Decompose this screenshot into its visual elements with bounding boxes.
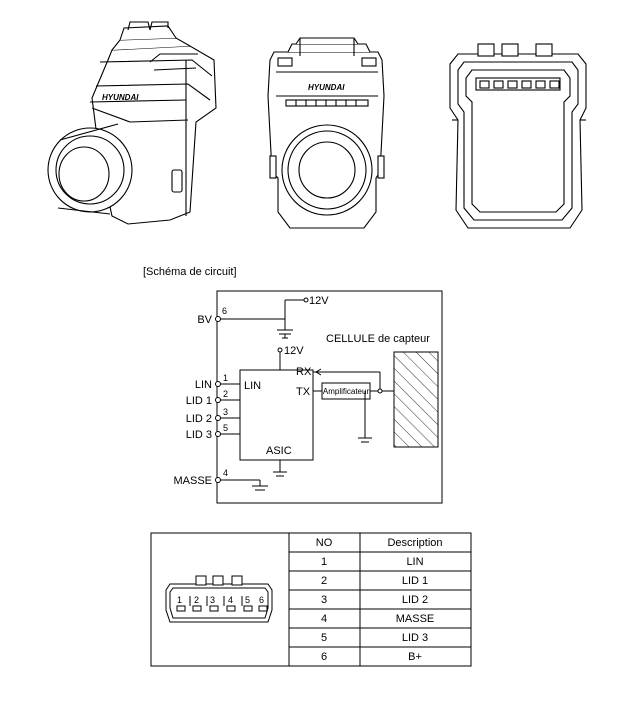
brand-logo-1: HYUNDAI	[102, 93, 139, 102]
pin-label-masse: MASSE	[173, 475, 212, 487]
table-cell-no: 4	[321, 613, 327, 625]
pinout-table	[150, 532, 472, 667]
sensor-front-view: HYUNDAI	[267, 37, 385, 229]
pin-terminals	[215, 316, 221, 483]
table-header-description: Description	[387, 537, 442, 549]
table-cell-description: MASSE	[396, 613, 435, 625]
connector-pin-4: 4	[228, 595, 233, 605]
sensor-perspective-view: HYUNDAI	[47, 21, 217, 225]
circuit-title: [Schéma de circuit]	[143, 266, 237, 278]
asic-lin-label: LIN	[244, 380, 261, 392]
pin-terminal-lin	[215, 381, 221, 387]
table-cell-description: LID 3	[402, 632, 428, 644]
table-cell-no: 3	[321, 594, 327, 606]
connector-pin-1: 1	[177, 595, 182, 605]
pin-label-lid1: LID 1	[186, 395, 212, 407]
table-cell-no: 5	[321, 632, 327, 644]
connector-pin-5: 5	[245, 595, 250, 605]
brand-logo-2: HYUNDAI	[308, 83, 345, 92]
pin-label-bv: BV	[197, 314, 212, 326]
pin-terminal-lid2	[215, 415, 221, 421]
connector-pin-3: 3	[210, 595, 215, 605]
pin-num-lin: 1	[223, 373, 228, 383]
rx-label: RX	[296, 366, 312, 378]
connector-pin-2: 2	[194, 595, 199, 605]
pin-num-masse: 4	[223, 468, 228, 478]
table-cell-description: B+	[408, 651, 422, 663]
table-cell-no: 1	[321, 556, 327, 568]
connector-pin-6: 6	[259, 595, 264, 605]
pin-num-lid2: 3	[223, 407, 228, 417]
pin-num-bv: 6	[222, 306, 227, 316]
table-cell-description: LID 1	[402, 575, 428, 587]
circuit-diagram	[216, 290, 443, 504]
pin-label-lid2: LID 2	[186, 413, 212, 425]
table-cell-description: LIN	[406, 556, 423, 568]
asic-label: ASIC	[266, 445, 292, 457]
table-header-no: NO	[316, 537, 333, 549]
connector-face-drawing	[165, 575, 273, 623]
table-cell-no: 2	[321, 575, 327, 587]
pin-terminal-masse	[215, 477, 221, 483]
sensor-back-view	[449, 43, 587, 229]
supply-12v-asic: 12V	[284, 345, 304, 357]
table-cell-description: LID 2	[402, 594, 428, 606]
pin-terminal-lid3	[215, 431, 221, 437]
amplifier-label: Amplificateur	[323, 387, 370, 396]
tx-label: TX	[296, 386, 311, 398]
pin-terminal-lid1	[215, 397, 221, 403]
pin-label-lid3: LID 3	[186, 429, 212, 441]
pin-num-lid3: 5	[223, 423, 228, 433]
pin-num-lid1: 2	[223, 389, 228, 399]
pin-terminal-bv	[215, 316, 221, 322]
cell-label: CELLULE de capteur	[326, 333, 430, 345]
supply-12v-top: 12V	[309, 295, 329, 307]
table-cell-no: 6	[321, 651, 327, 663]
pin-label-lin: LIN	[195, 379, 212, 391]
